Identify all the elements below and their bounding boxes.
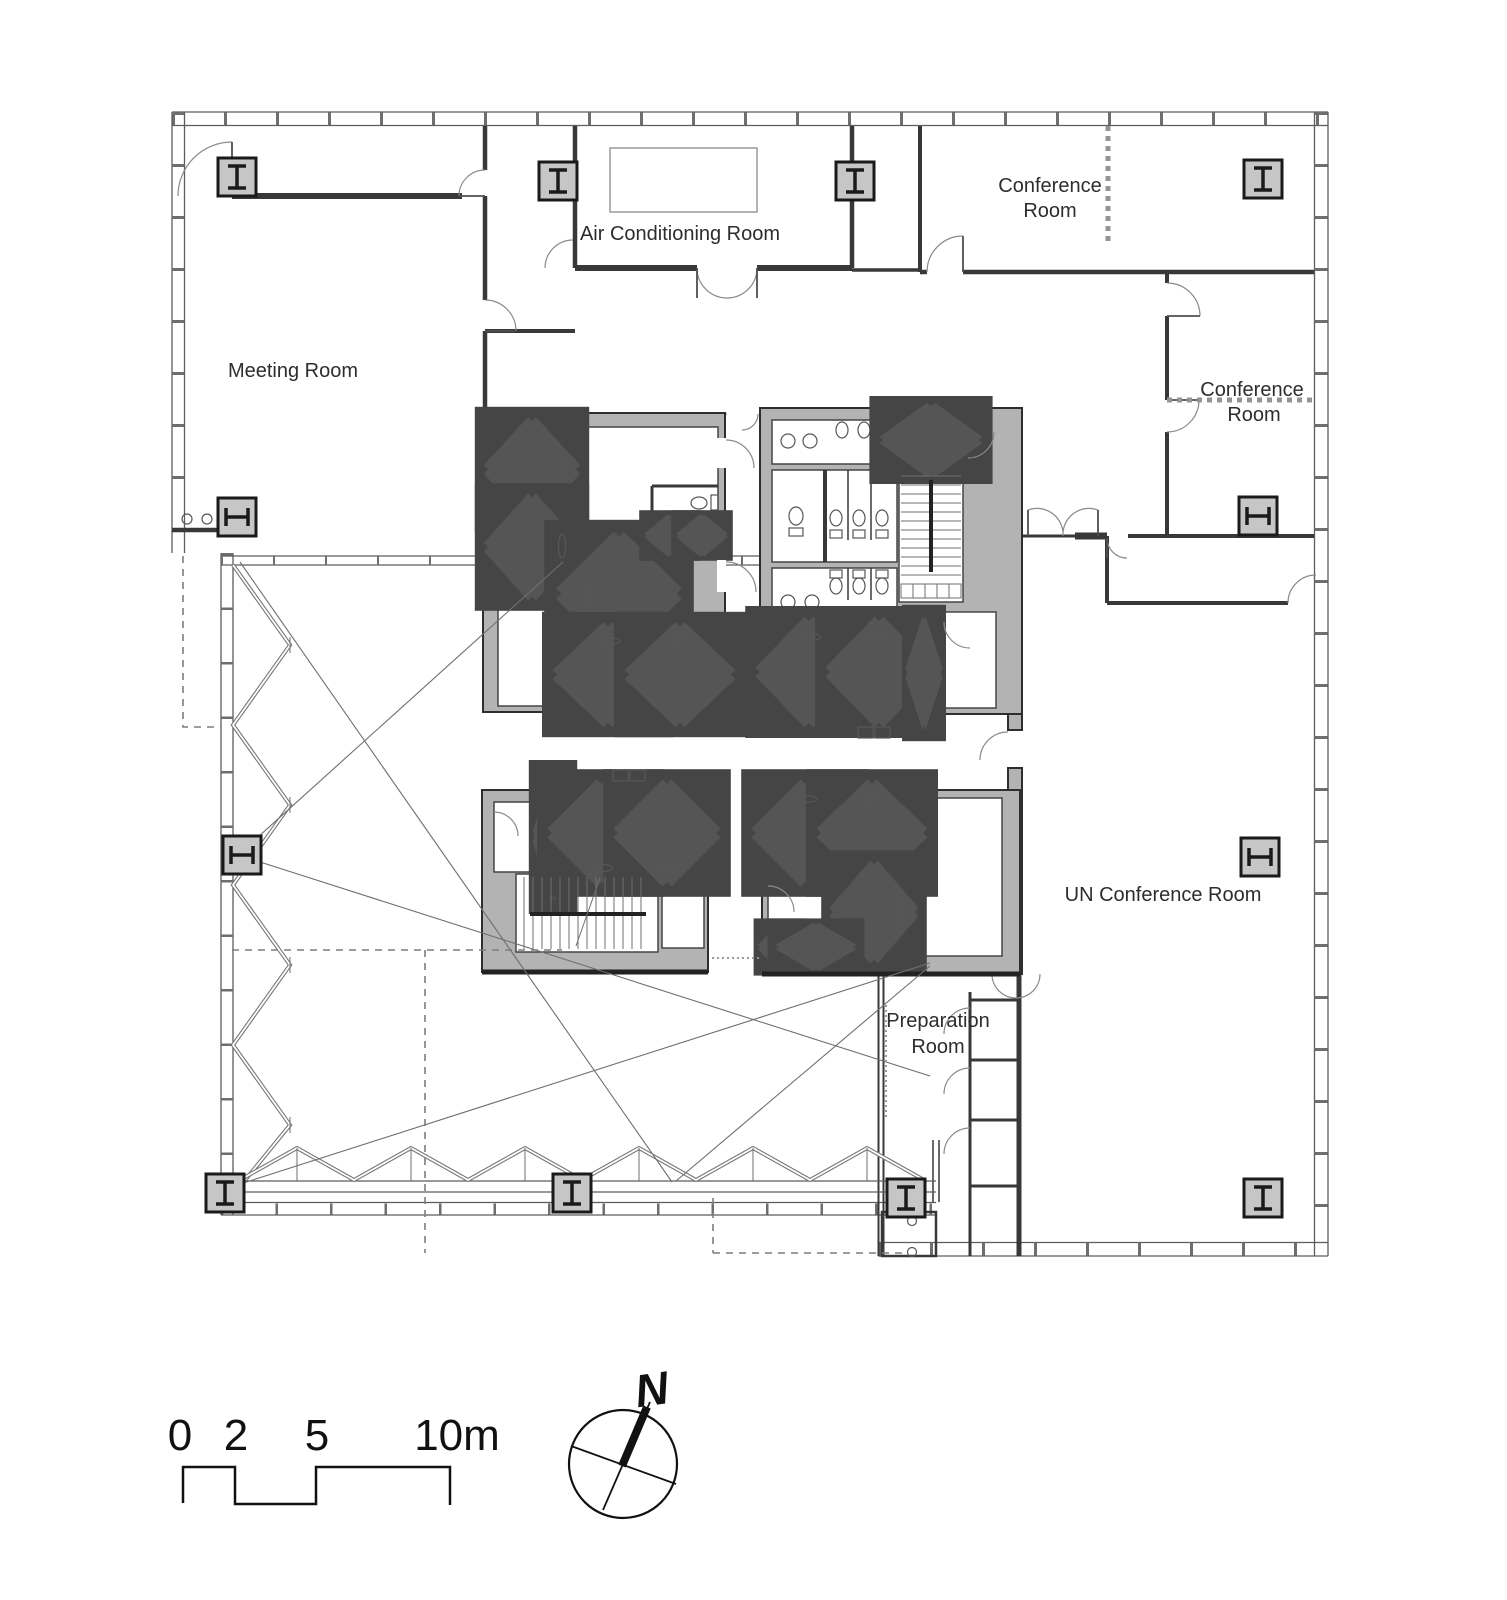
steel-column-marker: [537, 160, 579, 202]
scale-label-2: 2: [224, 1411, 248, 1460]
steel-column-marker: [1239, 836, 1281, 878]
steel-column-marker: [834, 160, 876, 202]
elevator-shaft: [650, 646, 710, 703]
vent-shaft: [688, 524, 716, 547]
stair-lower-left: [523, 877, 646, 949]
steel-column-marker: [1242, 158, 1284, 200]
scale-label-10m: 10m: [414, 1411, 500, 1460]
room-label-conference-top-2: Room: [1023, 200, 1076, 222]
elevator-shaft: [850, 642, 908, 702]
void-diagonals: [233, 561, 931, 1187]
dashed-lines: [182, 126, 1314, 1254]
north-label: N: [632, 1361, 673, 1417]
ac-equipment: [609, 147, 758, 213]
steel-column-marker: [1237, 495, 1279, 537]
steel-column-marker: [221, 834, 263, 876]
elevator-shaft: [638, 804, 696, 862]
room-label-conference-top-1: Conference: [998, 175, 1101, 197]
vent-shaft: [794, 934, 838, 960]
scale-label-5: 5: [305, 1411, 329, 1460]
steel-column-marker: [551, 1172, 593, 1214]
scale-bar: 0 2 5 10m: [168, 1411, 500, 1506]
corridor-pads: [612, 726, 891, 782]
room-label-conference-right-2: Room: [1227, 404, 1280, 426]
steel-column-marker: [216, 156, 258, 198]
core-lower-left: [481, 790, 708, 975]
steel-column-marker: [204, 1172, 246, 1214]
scale-label-0: 0: [168, 1411, 192, 1460]
steel-column-marker: [1242, 1177, 1284, 1219]
north-compass: N: [567, 1361, 679, 1520]
room-labels: Meeting Room Air Conditioning Room Confe…: [228, 175, 1304, 1058]
compass-circle: [567, 1408, 679, 1520]
room-label-preparation-2: Room: [911, 1036, 964, 1058]
core-lower-right: [762, 790, 1021, 974]
room-label-meeting: Meeting Room: [228, 360, 358, 382]
room-label-air-conditioning: Air Conditioning Room: [580, 223, 780, 245]
truss-left: [230, 563, 293, 1197]
stair-upper-right: [900, 475, 962, 599]
room-label-un-conference: UN Conference Room: [1065, 884, 1262, 906]
steel-column-marker: [216, 496, 258, 538]
core-upper-right: [760, 408, 1023, 714]
north-needle: [618, 1405, 651, 1468]
room-label-preparation-1: Preparation: [886, 1010, 989, 1032]
core-upper-left: [483, 413, 757, 712]
vent-shaft: [903, 420, 959, 460]
elevator-shaft: [914, 642, 934, 704]
steel-column-marker: [885, 1177, 927, 1219]
room-label-conference-right-1: Conference: [1200, 379, 1303, 401]
